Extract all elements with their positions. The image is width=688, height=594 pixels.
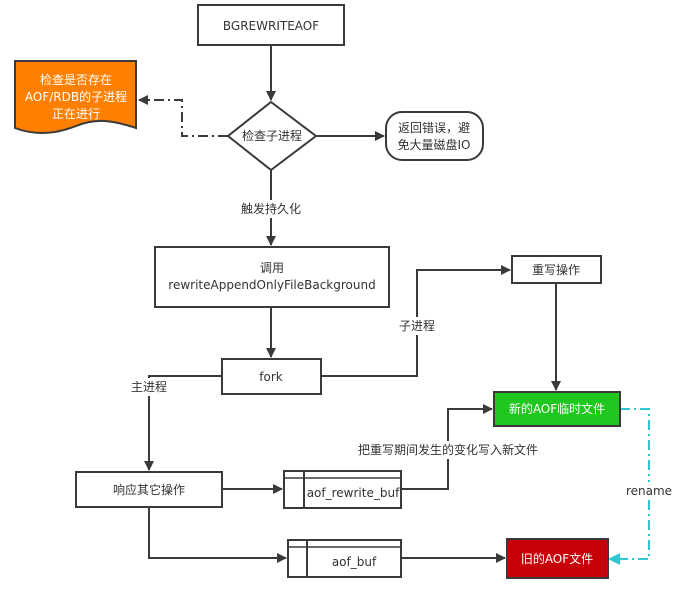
- edge-label-rename: rename: [626, 484, 672, 498]
- node-return-error[interactable]: 返回错误，避 免大量磁盘IO: [385, 111, 484, 161]
- node-check-child-label: 检查子进程: [242, 128, 302, 143]
- node-new-aof[interactable]: 新的AOF临时文件: [493, 391, 621, 427]
- node-call-rewrite[interactable]: 调用 rewriteAppendOnlyFileBackground: [154, 246, 390, 308]
- node-fork-label: fork: [259, 370, 283, 384]
- node-aof-rewrite-buf[interactable]: aof_rewrite_buf: [283, 470, 402, 509]
- node-check-note-line-2: AOF/RDB的子进程: [25, 89, 127, 104]
- edge-fork-to-respond: [144, 375, 222, 471]
- edge-label-child-process: 子进程: [399, 318, 435, 333]
- node-aof-rewrite-buf-label: aof_rewrite_buf: [307, 486, 400, 500]
- edge-check-to-note: [138, 95, 228, 137]
- node-bgrewriteaof[interactable]: BGREWRITEAOF: [197, 4, 345, 46]
- node-check-note-line-3: 正在进行: [52, 107, 100, 121]
- node-return-error-line-1: 返回错误，避: [398, 121, 470, 135]
- node-call-rewrite-line-1: 调用: [260, 261, 284, 275]
- node-respond-other-label: 响应其它操作: [113, 482, 185, 497]
- node-check-child[interactable]: 检查子进程: [226, 100, 318, 172]
- node-rewrite-op-label: 重写操作: [532, 262, 580, 277]
- node-call-rewrite-line-2: rewriteAppendOnlyFileBackground: [168, 278, 375, 292]
- node-rewrite-op[interactable]: 重写操作: [511, 255, 602, 284]
- edge-respond-to-aofbuf: [148, 507, 287, 563]
- node-fork[interactable]: fork: [221, 358, 322, 395]
- edge-label-write-changes: 把重写期间发生的变化写入新文件: [358, 442, 538, 457]
- node-old-aof[interactable]: 旧的AOF文件: [506, 538, 609, 579]
- node-respond-other[interactable]: 响应其它操作: [75, 471, 223, 508]
- edge-label-trigger-persist: 触发持久化: [241, 201, 301, 216]
- node-old-aof-label: 旧的AOF文件: [521, 551, 593, 566]
- node-return-error-line-2: 免大量磁盘IO: [398, 137, 471, 152]
- node-check-note[interactable]: 检查是否存在 AOF/RDB的子进程 正在进行: [14, 60, 137, 135]
- node-aof-buf-label: aof_buf: [332, 555, 377, 569]
- node-aof-buf[interactable]: aof_buf: [287, 539, 402, 578]
- edge-label-main-process: 主进程: [131, 379, 167, 394]
- node-check-note-line-1: 检查是否存在: [40, 72, 112, 87]
- node-new-aof-label: 新的AOF临时文件: [509, 401, 605, 416]
- node-bgrewriteaof-label: BGREWRITEAOF: [223, 19, 319, 33]
